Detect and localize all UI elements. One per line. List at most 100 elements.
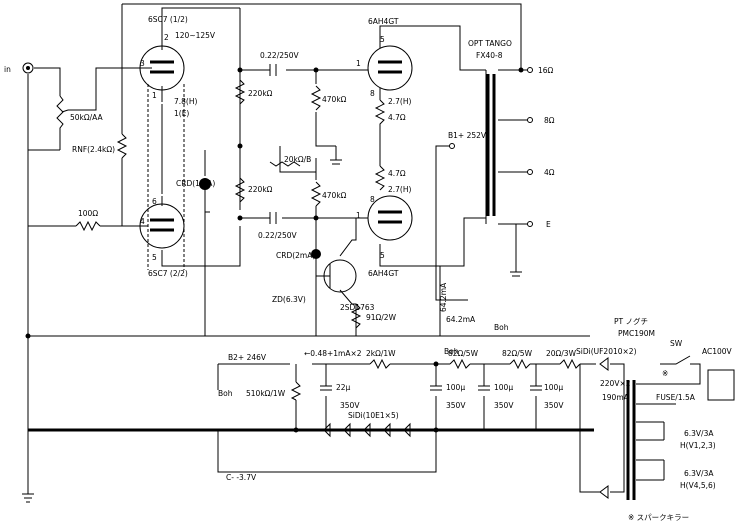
r470b bbox=[310, 181, 322, 207]
label-r47-top: 4.7Ω bbox=[388, 113, 406, 122]
r47-top bbox=[374, 99, 386, 134]
label-c100b: 100μ bbox=[494, 383, 513, 392]
label-r82a: 82Ω/5W bbox=[448, 349, 479, 358]
terminal-4[interactable] bbox=[527, 169, 533, 175]
out1-plate bbox=[379, 25, 440, 48]
label-out4: 4Ω bbox=[544, 168, 555, 177]
junction bbox=[313, 215, 319, 221]
label-pt-hv: 220V×2 bbox=[600, 379, 631, 388]
label-c22v: 350V bbox=[340, 401, 360, 410]
label-c100bv: 350V bbox=[494, 401, 514, 410]
label-r20: 20Ω/3W bbox=[546, 349, 577, 358]
label-cur64a: 64.2mA bbox=[439, 282, 448, 312]
label-h2: 6.3V/3A bbox=[684, 469, 714, 478]
label-c22: 22μ bbox=[336, 383, 351, 392]
label-k-res2: 1(E) bbox=[174, 109, 189, 118]
label-note-mark: ※ bbox=[662, 369, 668, 378]
label-out8: 8Ω bbox=[544, 116, 555, 125]
out2-plate bbox=[379, 244, 440, 267]
r47-bottom bbox=[374, 165, 386, 191]
cap2 bbox=[269, 212, 277, 224]
label-v2-name: 6SC7 (2/2) bbox=[148, 269, 188, 278]
vr-balance bbox=[269, 161, 301, 167]
switch bbox=[660, 355, 691, 365]
label-cap2: 0.22/250V bbox=[258, 231, 298, 240]
terminal-16[interactable] bbox=[527, 67, 533, 73]
crd2-symbol bbox=[311, 249, 321, 259]
label-vr-input: 50kΩ/AA bbox=[70, 113, 103, 122]
terminal-b1 bbox=[449, 143, 455, 149]
r91 bbox=[350, 303, 362, 329]
junction bbox=[293, 427, 299, 433]
label-cminus: C- -3.7V bbox=[226, 473, 257, 482]
label-cap1: 0.22/250V bbox=[260, 51, 300, 60]
label-crd1: CRD(1mA) bbox=[176, 179, 215, 188]
label-v1-pin3: 3 bbox=[140, 59, 145, 68]
label-pin5-bot: 5 bbox=[380, 251, 385, 260]
label-boh3: Boh bbox=[218, 389, 233, 398]
tr-emitter bbox=[339, 289, 357, 336]
label-in: in bbox=[4, 65, 11, 74]
label-opt-name: OPT TANGO bbox=[468, 39, 512, 48]
label-b-plus: B1+ 252V bbox=[448, 131, 487, 140]
label-r470b: 470kΩ bbox=[322, 191, 347, 200]
v1-electrodes bbox=[150, 60, 174, 74]
label-v2-pin4: 4 bbox=[140, 217, 145, 226]
label-grid-res: 100Ω bbox=[78, 209, 98, 218]
c100a bbox=[430, 385, 442, 391]
terminal-8[interactable] bbox=[527, 117, 533, 123]
label-out-bot: 6AH4GT bbox=[368, 269, 399, 278]
label-h27-bot: 2.7(H) bbox=[388, 185, 411, 194]
label-out-top: 6AH4GT bbox=[368, 17, 399, 26]
pt-core bbox=[626, 380, 636, 500]
label-h2b: H(V4,5,6) bbox=[680, 481, 716, 490]
label-r220a: 220kΩ bbox=[248, 89, 273, 98]
pt-hv bbox=[610, 363, 625, 493]
junction bbox=[237, 67, 243, 73]
balance-wire bbox=[279, 146, 317, 180]
nfb-top-wire bbox=[122, 3, 522, 70]
ground-symbol-1 bbox=[22, 493, 34, 503]
opt-secondary bbox=[498, 69, 530, 225]
label-r220b: 220kΩ bbox=[248, 185, 273, 194]
label-cur048: ←0.48+1mA×2 bbox=[304, 349, 362, 358]
v2-electrodes bbox=[150, 218, 174, 232]
b1-wire bbox=[435, 145, 468, 301]
v4-electrodes bbox=[378, 60, 402, 74]
label-pin1-top: 1 bbox=[356, 59, 361, 68]
transistor-body bbox=[323, 259, 357, 293]
junction bbox=[518, 67, 524, 73]
r510 bbox=[290, 381, 302, 401]
junction bbox=[237, 215, 243, 221]
ground-symbol-3 bbox=[510, 271, 522, 277]
label-v1-plate-v: 120~125V bbox=[175, 31, 216, 40]
r82b bbox=[509, 358, 531, 370]
rectifier-bot bbox=[599, 485, 609, 499]
label-v1-pin2: 2 bbox=[164, 33, 169, 42]
cap1 bbox=[269, 64, 277, 76]
v2-plate-wire bbox=[161, 226, 241, 267]
tube-v2 bbox=[139, 203, 185, 249]
label-pin8-top: 8 bbox=[370, 89, 375, 98]
label-v1-pin1: 1 bbox=[152, 91, 157, 100]
opt-primary-top bbox=[440, 25, 486, 71]
label-h27-top: 2.7(H) bbox=[388, 97, 411, 106]
label-rnf: RNF(2.4kΩ) bbox=[72, 145, 115, 154]
label-pt-model: PMC190M bbox=[618, 329, 655, 338]
label-r2k: 2kΩ/1W bbox=[366, 349, 396, 358]
crd1-symbol bbox=[199, 178, 211, 190]
label-ac: AC100V bbox=[702, 347, 733, 356]
shield-outline bbox=[147, 84, 185, 270]
sidi-chain bbox=[323, 422, 411, 438]
input-wire bbox=[34, 67, 61, 96]
label-pt: PT ノグチ bbox=[614, 316, 648, 326]
opt-primary-bot bbox=[440, 217, 486, 267]
junction bbox=[433, 427, 439, 433]
r82a bbox=[449, 358, 471, 370]
label-sidi-rect: SiDi(UF2010×2) bbox=[576, 347, 637, 356]
junction bbox=[25, 333, 31, 339]
r220a bbox=[234, 79, 246, 105]
terminal-e[interactable] bbox=[527, 221, 533, 227]
label-r470a: 470kΩ bbox=[322, 95, 347, 104]
